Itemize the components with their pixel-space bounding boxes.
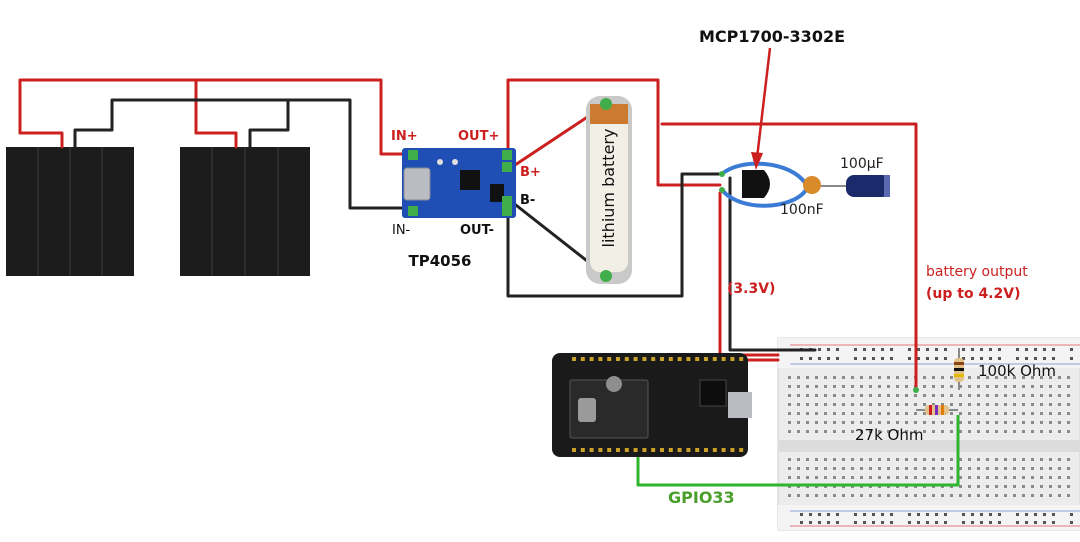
solar-panel-left (6, 147, 134, 276)
gpio33-label: GPIO33 (668, 488, 735, 507)
regulator-chip (742, 170, 770, 198)
lithium-battery (586, 96, 632, 284)
wires-ground (73, 98, 817, 352)
resistor-27k-label: 27k Ohm (855, 426, 923, 444)
in-plus-label: IN+ (391, 129, 418, 144)
breadboard (777, 337, 1080, 531)
battery-output-label: battery output (926, 264, 1028, 280)
resistor-100k (954, 348, 964, 390)
cap-100uf-label: 100µF (840, 156, 884, 172)
esp32-board (552, 353, 752, 457)
battery-label: lithium battery (599, 129, 618, 248)
b-minus-label: B- (520, 193, 535, 208)
in-minus-label: IN- (392, 223, 411, 238)
wires-positive (18, 78, 918, 392)
voltage-3v3-label: (3.3V) (727, 281, 775, 297)
cap-100nf-label: 100nF (780, 202, 824, 218)
solar-panel-right (180, 147, 310, 276)
capacitor-electrolytic (846, 175, 890, 197)
out-minus-label: OUT- (460, 223, 494, 238)
breadboard-holes (788, 348, 1073, 524)
b-plus-label: B+ (520, 165, 541, 180)
out-plus-label: OUT+ (458, 129, 499, 144)
resistor-27k (913, 387, 958, 415)
tp4056-label: TP4056 (409, 252, 472, 270)
tp4056-board (402, 148, 516, 218)
regulator-label: MCP1700-3302E (699, 27, 845, 46)
esp32-pins-bottom (572, 448, 744, 452)
regulator-pointer (751, 47, 772, 170)
esp32-pins-top (572, 357, 744, 361)
resistor-100k-label: 100k Ohm (978, 362, 1056, 380)
battery-output-voltage-label: (up to 4.2V) (926, 286, 1020, 302)
wire-gpio33 (636, 415, 960, 487)
capacitor-ceramic (803, 176, 821, 194)
regulator-circuit (719, 161, 890, 208)
